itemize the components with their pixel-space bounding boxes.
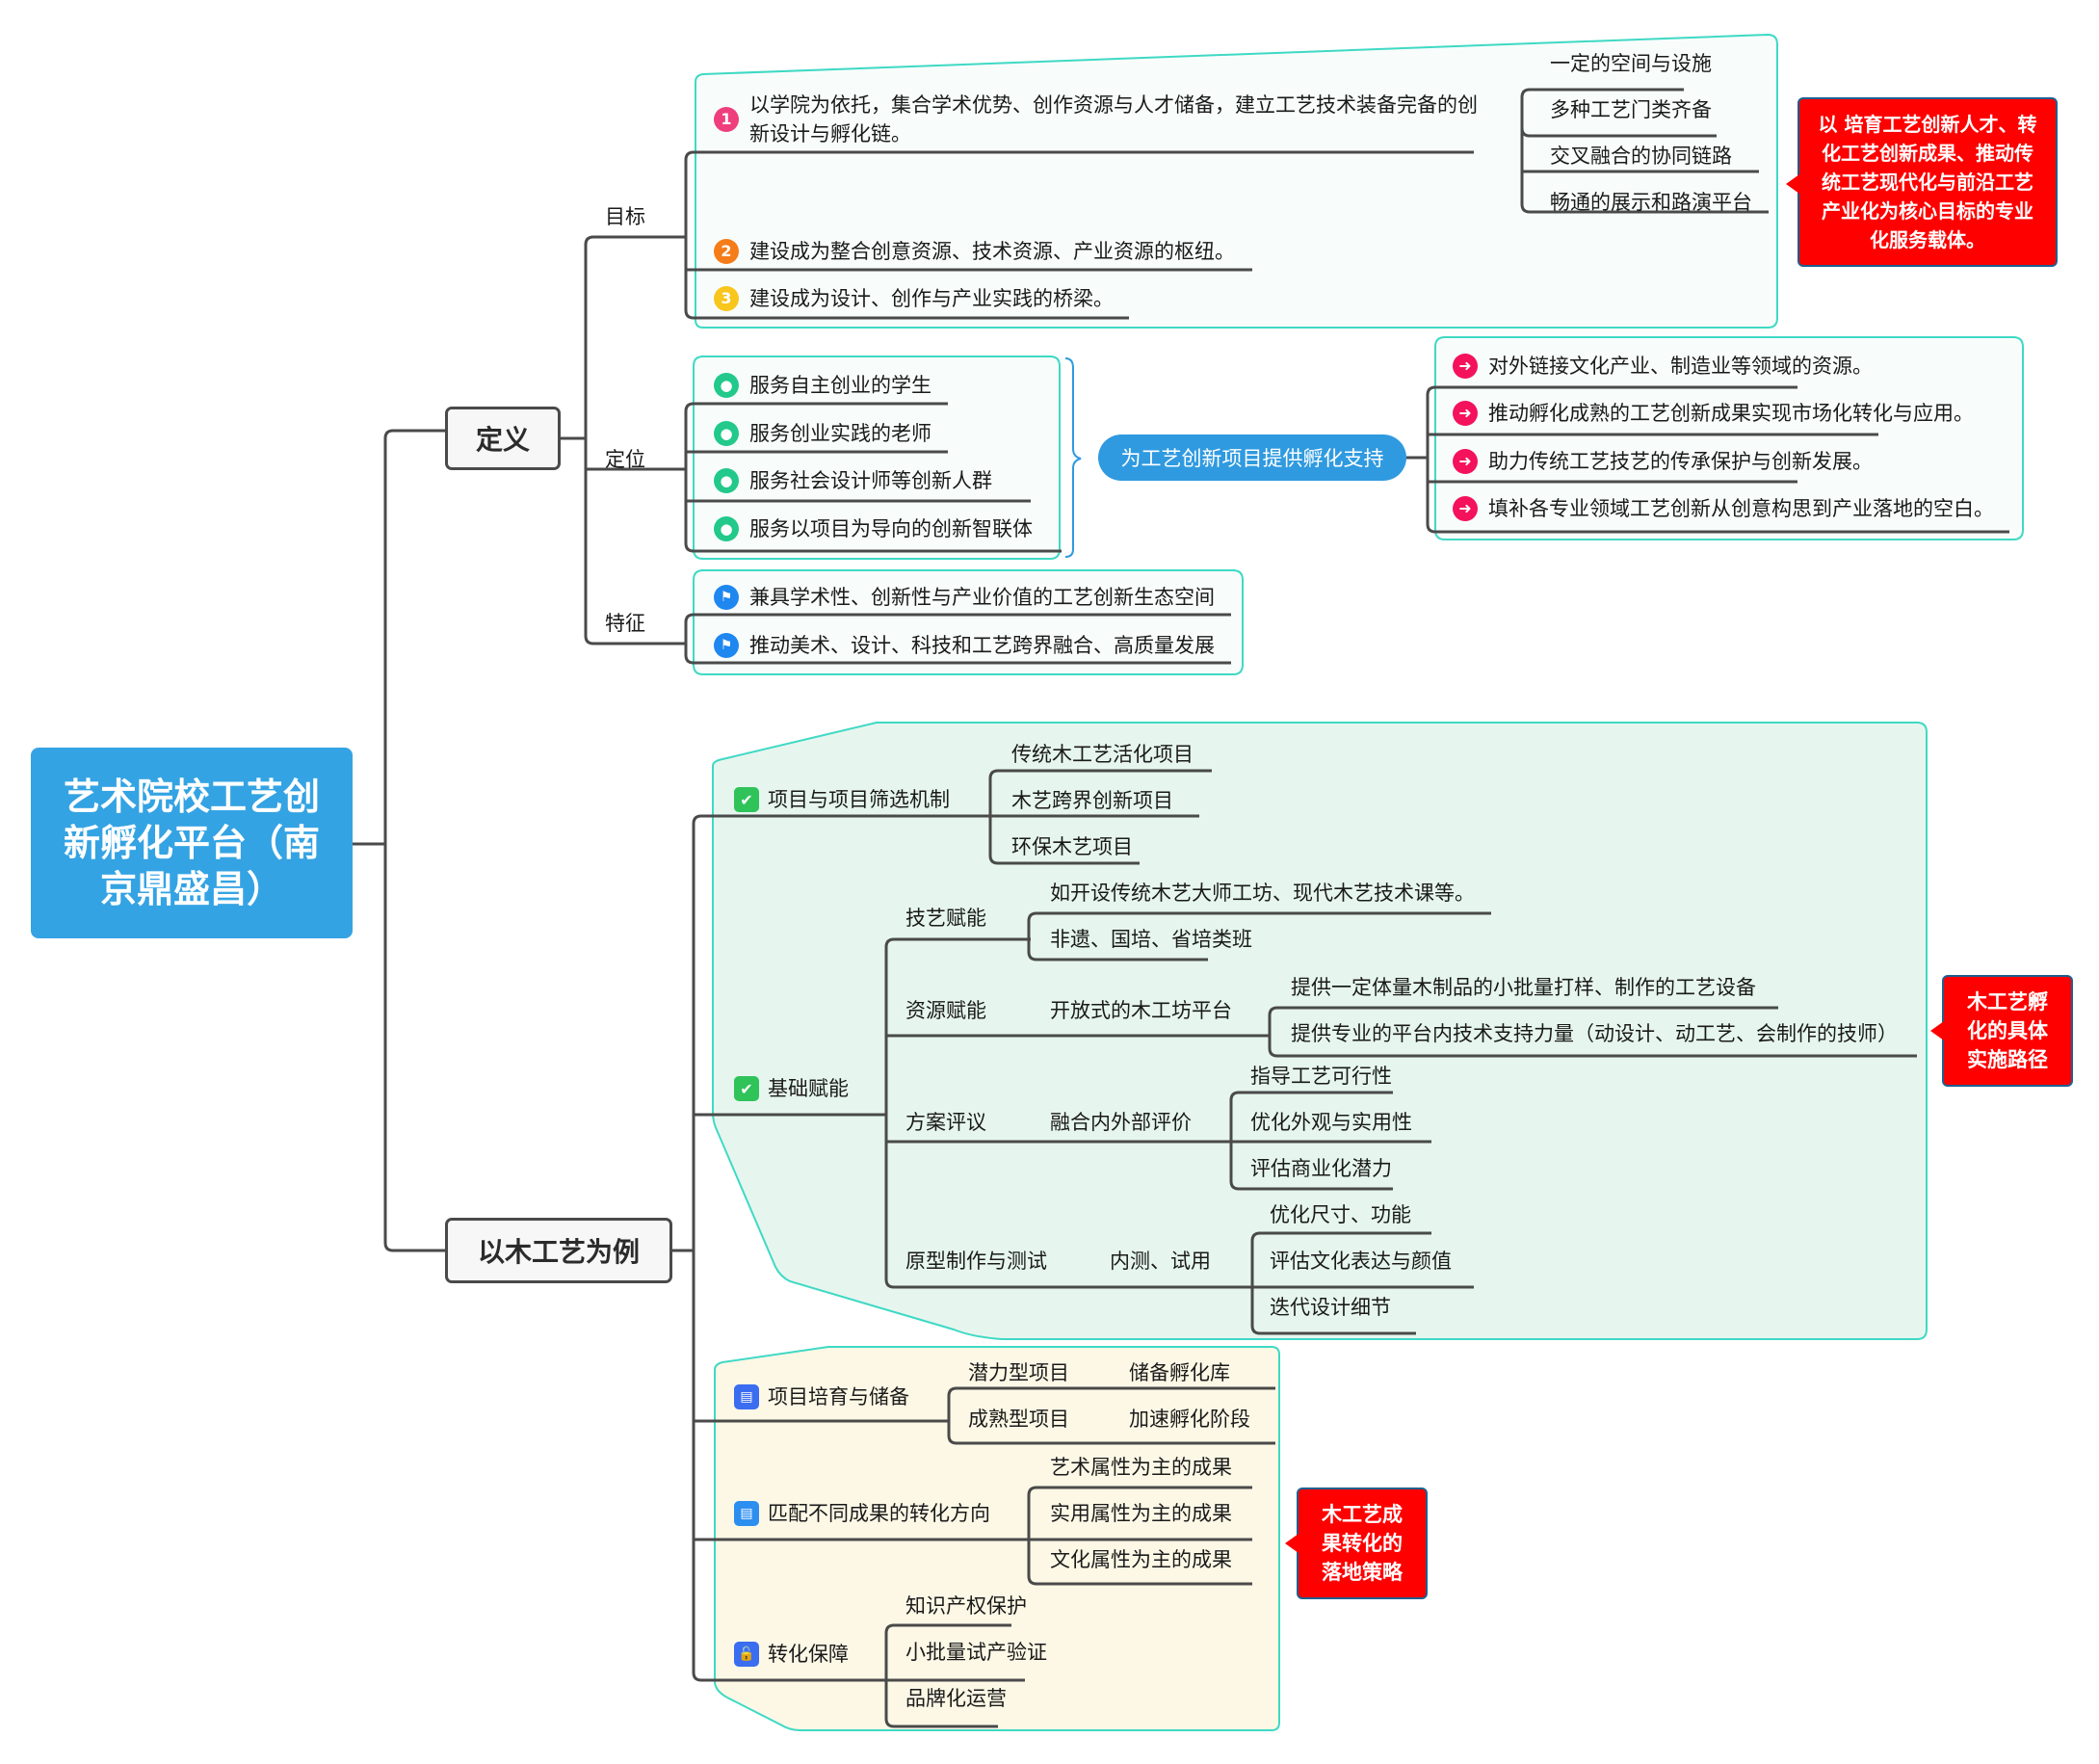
flag-icon: ⚑ <box>714 633 739 658</box>
path-callout: 木工艺孵化的具体实施路径 <box>1930 975 2073 1087</box>
goal-sub-item[interactable]: 交叉融合的协同链路 <box>1550 145 1732 168</box>
review-item[interactable]: 优化外观与实用性 <box>1250 1111 1412 1134</box>
goal-item-1-line1[interactable]: 以学院为依托，集合学术优势、创作资源与人才储备，建立工艺技术装备完备的创 <box>749 93 1478 117</box>
positioning-summary-node[interactable]: 为工艺创新项目提供孵化支持 <box>1098 434 1406 481</box>
arrow-right-icon: ➜ <box>1453 401 1478 426</box>
guarantee-item[interactable]: 小批量试产验证 <box>905 1641 1047 1664</box>
prototype-item[interactable]: 迭代设计细节 <box>1270 1296 1391 1319</box>
feature-item[interactable]: 兼具学术性、创新性与产业价值的工艺创新生态空间 <box>749 586 1215 609</box>
outcome-item[interactable]: 对外链接文化产业、制造业等领域的资源。 <box>1488 355 1873 378</box>
goal-item-2[interactable]: 建设成为整合创意资源、技术资源、产业资源的枢纽。 <box>749 240 1235 263</box>
feature-item[interactable]: 推动美术、设计、科技和工艺跨界融合、高质量发展 <box>749 634 1215 657</box>
prototype-mid[interactable]: 内测、试用 <box>1110 1250 1211 1273</box>
positioning-brace <box>1064 357 1082 558</box>
incubation-label[interactable]: 项目培育与储备 <box>768 1385 909 1409</box>
arrow-right-icon: ➜ <box>1453 449 1478 474</box>
woodcraft-node[interactable]: 以木工艺为例 <box>445 1218 672 1283</box>
matching-item[interactable]: 文化属性为主的成果 <box>1050 1548 1232 1571</box>
person-icon: ● <box>714 468 739 493</box>
skill-item[interactable]: 非遗、国培、省培类班 <box>1050 928 1252 951</box>
review-label[interactable]: 方案评议 <box>905 1111 986 1134</box>
incubation-stage[interactable]: 储备孵化库 <box>1129 1361 1230 1384</box>
path-callout-text: 木工艺孵化的具体实施路径 <box>1967 990 2048 1071</box>
callout-pointer <box>1786 174 1799 194</box>
screening-item[interactable]: 传统木工艺活化项目 <box>1011 743 1194 766</box>
document-icon: ▤ <box>734 1501 759 1526</box>
basic-label[interactable]: 基础赋能 <box>768 1077 849 1100</box>
incubation-stage[interactable]: 加速孵化阶段 <box>1129 1408 1250 1431</box>
review-mid[interactable]: 融合内外部评价 <box>1050 1111 1192 1134</box>
screening-label[interactable]: 项目与项目筛选机制 <box>768 788 950 811</box>
goal-callout: 以 培育工艺创新人才、转化工艺创新成果、推动传统工艺现代化与前沿工艺产业化为核心… <box>1786 97 2058 267</box>
cart-icon: ▤ <box>734 1384 759 1409</box>
incubation-type[interactable]: 潜力型项目 <box>968 1361 1069 1384</box>
check-icon: ✔ <box>734 787 759 812</box>
screening-item[interactable]: 环保木艺项目 <box>1011 835 1133 858</box>
outcome-item[interactable]: 填补各专业领域工艺创新从创意构思到产业落地的空白。 <box>1488 497 1994 520</box>
matching-item[interactable]: 艺术属性为主的成果 <box>1050 1456 1232 1479</box>
arrow-right-icon: ➜ <box>1453 496 1478 521</box>
person-icon: ● <box>714 373 739 398</box>
review-item[interactable]: 指导工艺可行性 <box>1250 1065 1392 1088</box>
matching-item[interactable]: 实用属性为主的成果 <box>1050 1502 1232 1525</box>
badge-1-icon: 1 <box>714 107 739 132</box>
prototype-item[interactable]: 评估文化表达与颜值 <box>1270 1250 1452 1273</box>
person-icon: ● <box>714 421 739 446</box>
incubation-type[interactable]: 成熟型项目 <box>968 1408 1069 1431</box>
positioning-label[interactable]: 定位 <box>605 448 645 471</box>
resource-item[interactable]: 提供一定体量木制品的小批量打样、制作的工艺设备 <box>1291 976 1756 999</box>
screening-item[interactable]: 木艺跨界创新项目 <box>1011 789 1173 812</box>
review-item[interactable]: 评估商业化潜力 <box>1250 1157 1392 1180</box>
matching-label[interactable]: 匹配不同成果的转化方向 <box>768 1502 990 1525</box>
root-node[interactable]: 艺术院校工艺创新孵化平台（南京鼎盛昌） <box>31 748 353 938</box>
goal-sub-item[interactable]: 一定的空间与设施 <box>1550 52 1712 75</box>
lock-icon: 🔓 <box>734 1642 759 1667</box>
goal-item-1-line2[interactable]: 新设计与孵化链。 <box>749 122 911 145</box>
badge-2-icon: 2 <box>714 239 739 264</box>
strategy-callout-text: 木工艺成果转化的落地策略 <box>1322 1503 1403 1584</box>
resource-item[interactable]: 提供专业的平台内技术支持力量（动设计、动工艺、会制作的技师） <box>1291 1022 1898 1045</box>
guarantee-label[interactable]: 转化保障 <box>768 1643 849 1666</box>
guarantee-item[interactable]: 知识产权保护 <box>905 1594 1027 1618</box>
positioning-item[interactable]: 服务以项目为导向的创新智联体 <box>749 517 1033 540</box>
prototype-label[interactable]: 原型制作与测试 <box>905 1250 1047 1273</box>
positioning-item[interactable]: 服务社会设计师等创新人群 <box>749 469 992 492</box>
resource-mid[interactable]: 开放式的木工坊平台 <box>1050 999 1232 1022</box>
features-label[interactable]: 特征 <box>605 612 645 635</box>
outcome-item[interactable]: 助力传统工艺技艺的传承保护与创新发展。 <box>1488 450 1873 473</box>
callout-pointer <box>1285 1534 1299 1553</box>
guarantee-item[interactable]: 品牌化运营 <box>905 1687 1007 1710</box>
flag-icon: ⚑ <box>714 585 739 610</box>
positioning-item[interactable]: 服务创业实践的老师 <box>749 422 931 445</box>
goal-group-box <box>695 33 1778 329</box>
arrow-right-icon: ➜ <box>1453 354 1478 379</box>
strategy-callout: 木工艺成果转化的落地策略 <box>1285 1488 1428 1599</box>
definition-node[interactable]: 定义 <box>445 407 561 470</box>
resource-label[interactable]: 资源赋能 <box>905 999 986 1022</box>
callout-pointer <box>1930 1021 1944 1040</box>
outcome-item[interactable]: 推动孵化成熟的工艺创新成果实现市场化转化与应用。 <box>1488 402 1974 425</box>
prototype-item[interactable]: 优化尺寸、功能 <box>1270 1203 1411 1226</box>
goal-item-3[interactable]: 建设成为设计、创作与产业实践的桥梁。 <box>749 287 1114 310</box>
skill-item[interactable]: 如开设传统木艺大师工坊、现代木艺技术课等。 <box>1050 882 1475 905</box>
positioning-item[interactable]: 服务自主创业的学生 <box>749 374 931 397</box>
goal-label[interactable]: 目标 <box>605 205 645 228</box>
skill-label[interactable]: 技艺赋能 <box>905 907 986 930</box>
check-icon: ✔ <box>734 1076 759 1101</box>
goal-callout-text: 以 培育工艺创新人才、转化工艺创新成果、推动传统工艺现代化与前沿工艺产业化为核心… <box>1818 113 2037 251</box>
goal-sub-item[interactable]: 畅通的展示和路演平台 <box>1550 191 1752 214</box>
person-icon: ● <box>714 516 739 541</box>
goal-sub-item[interactable]: 多种工艺门类齐备 <box>1550 98 1712 121</box>
badge-3-icon: 3 <box>714 286 739 311</box>
